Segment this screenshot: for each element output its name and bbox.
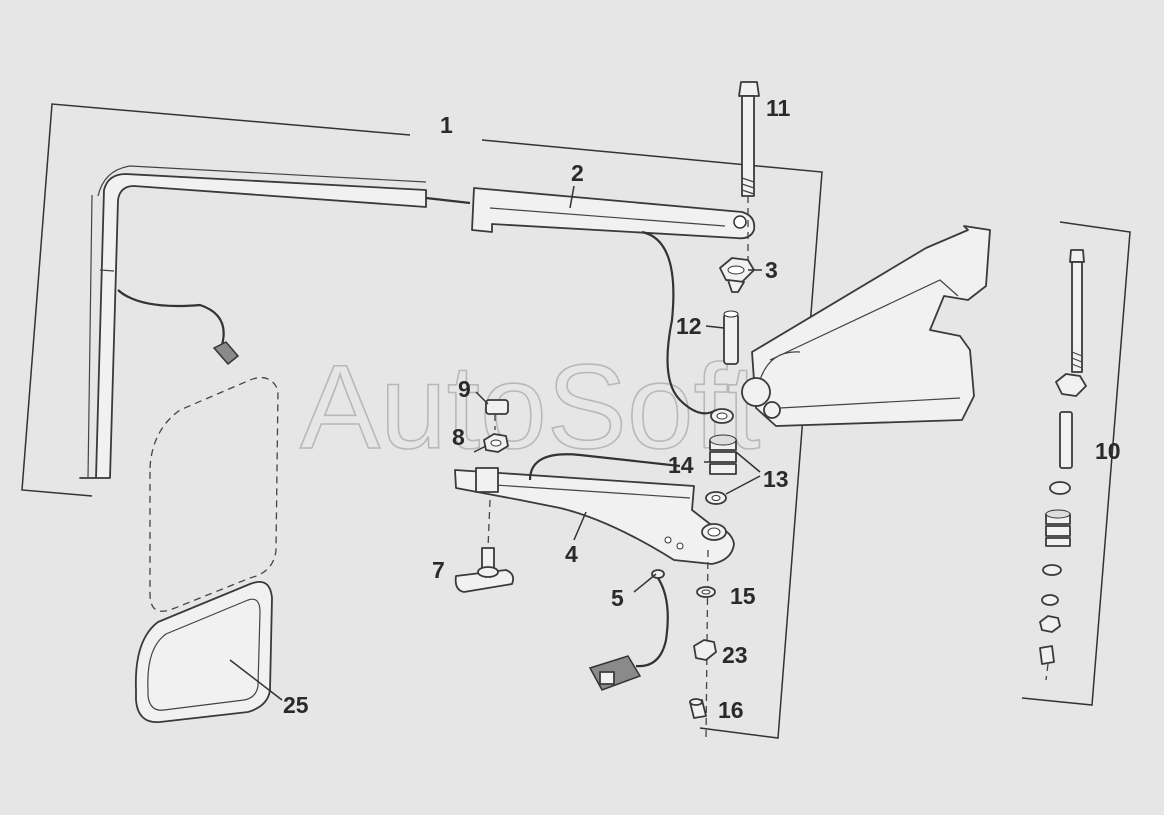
nut-8-icon <box>483 433 509 453</box>
assembly-10-icon <box>1039 249 1087 681</box>
callout-1: 1 <box>440 112 453 138</box>
callout-14: 14 <box>668 452 694 478</box>
callout-labels: 1 2 3 4 5 7 8 9 10 11 12 13 14 15 16 23 … <box>283 95 1121 723</box>
watermark-text: AutoSoft <box>300 340 760 474</box>
bolt-16-icon <box>689 698 707 719</box>
group-1-bracket <box>21 103 823 739</box>
washer-13-bottom-icon <box>705 491 727 505</box>
knob-7-icon <box>454 547 515 593</box>
cable-connector-5-icon <box>588 569 669 691</box>
callout-11: 11 <box>766 95 791 121</box>
callout-16: 16 <box>718 697 744 723</box>
nut-3-icon <box>719 257 755 293</box>
callout-12: 12 <box>676 313 702 339</box>
callout-10: 10 <box>1095 438 1121 464</box>
callout-8: 8 <box>452 424 465 450</box>
leader-lines <box>229 185 762 701</box>
cap-9-icon <box>485 399 509 415</box>
upper-arm-bracket-icon <box>471 187 756 415</box>
callout-3: 3 <box>765 257 778 283</box>
callout-25: 25 <box>283 692 309 718</box>
callout-2: 2 <box>571 160 584 186</box>
spring-14-icon <box>709 434 737 475</box>
mounting-bracket-icon <box>741 225 991 427</box>
mirror-arm-icon <box>79 165 471 479</box>
callout-7: 7 <box>432 557 445 583</box>
mirror-head-icon <box>134 376 279 723</box>
group-10-bracket <box>1021 221 1131 706</box>
callout-15: 15 <box>730 583 756 609</box>
washer-15-icon <box>696 586 716 598</box>
washer-13-top-icon <box>710 408 734 424</box>
callout-13: 13 <box>763 466 789 492</box>
callout-5: 5 <box>611 585 624 611</box>
sleeve-12-icon <box>723 310 739 365</box>
callout-9: 9 <box>458 376 471 402</box>
nut-23-icon <box>693 639 717 661</box>
callout-23: 23 <box>722 642 748 668</box>
callout-4: 4 <box>565 541 578 567</box>
bolt-11-icon <box>738 81 760 260</box>
